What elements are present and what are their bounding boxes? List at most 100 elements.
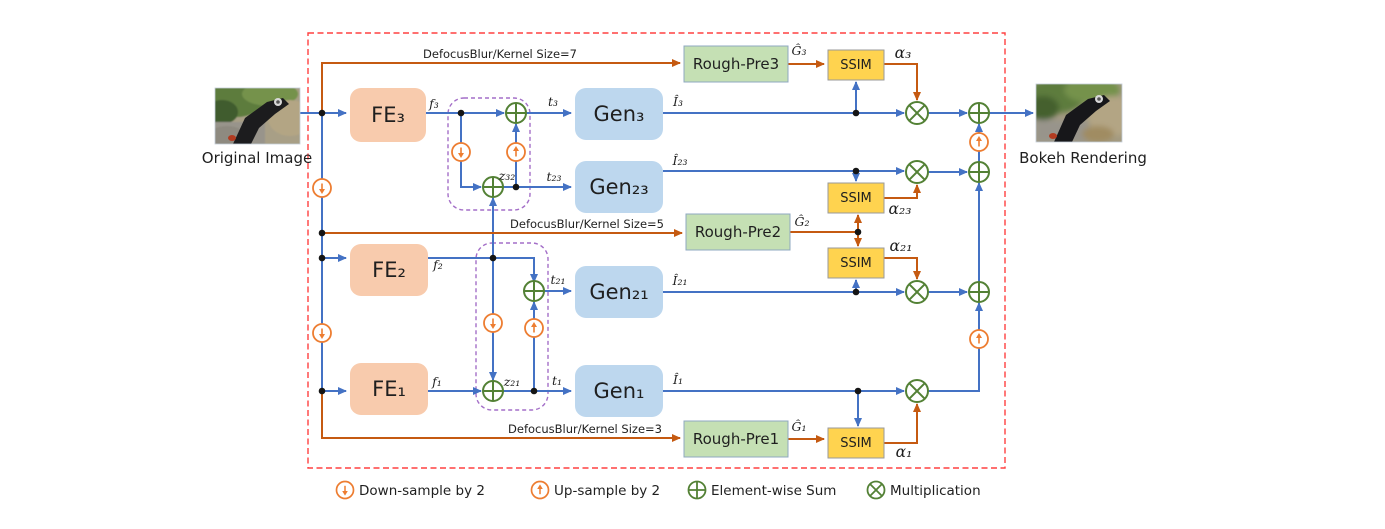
down-sample-icon (483, 313, 503, 333)
rough-pre1-block (683, 420, 789, 458)
gen3-block (575, 88, 663, 140)
multiplication-icon (905, 160, 929, 184)
sum-icons (482, 102, 990, 402)
junction-dot (318, 109, 326, 117)
orange-edges (321, 59, 921, 444)
gen21-block (575, 266, 663, 318)
junction-dot (852, 167, 860, 175)
legend-down-sample-label: Down-sample by 2 (359, 483, 485, 499)
ssim23-block (827, 182, 885, 214)
i23-label: Î₂₃ (672, 153, 688, 168)
edge-downsample-to-sum-z32 (460, 161, 482, 191)
downsample-icons (312, 142, 503, 343)
edge-mult1-to-upsample (928, 348, 980, 392)
rough-pre1-label: Rough-Pre1 (693, 430, 779, 448)
ssim3-label: SSIM (840, 58, 872, 73)
gen23-block (575, 161, 663, 213)
alpha21-label: α₂₁ (890, 237, 913, 255)
ssim-blocks: SSIM SSIM SSIM SSIM (827, 49, 885, 459)
bokeh-photo-red-detail (1049, 133, 1057, 139)
upsample-icons (506, 132, 989, 349)
element-wise-sum-icon (968, 281, 990, 303)
bokeh-rendering-thumbnail: Bokeh Rendering (1019, 83, 1147, 167)
rough-pre3-label: Rough-Pre3 (693, 55, 779, 73)
edge-alpha23-to-mult23 (884, 184, 921, 199)
junction-dot (318, 254, 326, 262)
defocus3-label: DefocusBlur/Kernel Size=3 (508, 422, 662, 436)
g3-label: Ĝ₃ (792, 42, 807, 58)
legend-multiplication-label: Multiplication (890, 483, 981, 499)
gen3-label: Gen₃ (594, 102, 645, 126)
element-wise-sum-icon (523, 280, 545, 302)
original-image-caption: Original Image (202, 149, 312, 167)
element-wise-sum-icon (968, 102, 990, 124)
alpha1-label: α₁ (896, 443, 913, 461)
edge-alpha21-to-mult21 (884, 257, 921, 280)
g2-label: Ĝ₂ (795, 213, 810, 229)
multiplication-icon (905, 101, 929, 125)
z21-label: z₂₁ (503, 374, 521, 389)
bokeh-photo-knob-center (1097, 97, 1101, 101)
i1-label: Î₁ (672, 372, 683, 387)
junction-dot (854, 228, 862, 236)
f1-label: f₁ (431, 374, 442, 389)
element-wise-sum-icon (968, 161, 990, 183)
original-photo-frame (214, 87, 301, 145)
defocus7-label: DefocusBlur/Kernel Size=7 (423, 47, 577, 61)
gen21-label: Gen₂₁ (589, 280, 648, 304)
junction-dot (489, 254, 497, 262)
ssim3-block (827, 49, 885, 81)
junction-dots (318, 109, 862, 395)
original-image-thumbnail: Original Image (202, 87, 312, 167)
down-sample-icon (312, 323, 332, 343)
original-photo-red-detail (228, 135, 236, 141)
legend-multiplication-icon (866, 480, 886, 500)
multiplication-icon (905, 280, 929, 304)
bokeh-rendering-caption: Bokeh Rendering (1019, 149, 1147, 167)
i3-label: Î₃ (672, 94, 683, 109)
alpha23-label: α₂₃ (889, 200, 912, 218)
signal-labels: f₃ t₃ t₂₃ z₃₂ f₂ t₂₁ f₁ z₂₁ t₁ Î₃ Î₂₃ Î₂… (428, 42, 912, 461)
legend-element-wise-sum-label: Element-wise Sum (711, 483, 836, 499)
gen-blocks: Gen₃ Gen₂₃ Gen₂₁ Gen₁ (575, 88, 663, 417)
up-sample-icon (969, 329, 989, 349)
junction-dot (457, 109, 465, 117)
edge-alpha1-to-mult1 (884, 403, 921, 444)
element-wise-sum-icon (482, 176, 504, 198)
legend: Down-sample by 2 Up-sample by 2 Element-… (335, 480, 981, 500)
mult-icons (905, 101, 929, 403)
feature-fusion-box-lower (475, 242, 549, 411)
rough-pre2-block (685, 213, 791, 251)
defocus5-label: DefocusBlur/Kernel Size=5 (510, 217, 664, 231)
down-sample-icon (451, 142, 471, 162)
junction-dot (852, 288, 860, 296)
gen23-label: Gen₂₃ (589, 175, 648, 199)
gen1-block (575, 365, 663, 417)
edge-defocus7-to-roughpre3 (321, 59, 681, 113)
legend-up-sample-icon (530, 480, 550, 500)
edge-defocus3-to-roughpre1 (321, 391, 681, 442)
original-photo-knob-center (276, 100, 280, 104)
fe-blocks: FE₃ FE₂ FE₁ (350, 88, 428, 415)
multiplication-icon (905, 379, 929, 403)
ssim21-label: SSIM (840, 256, 872, 271)
element-wise-sum-icon (482, 380, 504, 402)
bokeh-photo-object (1054, 95, 1110, 142)
z32-label: z₃₂ (498, 168, 516, 183)
element-wise-sum-icon (505, 102, 527, 124)
t3-label: t₃ (548, 94, 558, 109)
bokeh-photo-frame (1035, 83, 1123, 143)
fe1-block (350, 363, 428, 415)
ssim1-label: SSIM (840, 436, 872, 451)
edge-alpha3-to-mult3 (884, 63, 921, 101)
junction-dot (512, 183, 520, 191)
fe2-label: FE₂ (372, 258, 406, 282)
t23-label: t₂₃ (546, 169, 561, 184)
down-sample-icon (312, 178, 332, 198)
fe3-label: FE₃ (371, 103, 405, 127)
t21-label: t₂₁ (550, 272, 565, 287)
operator-symbols (312, 101, 990, 403)
f2-label: f₂ (432, 257, 443, 272)
